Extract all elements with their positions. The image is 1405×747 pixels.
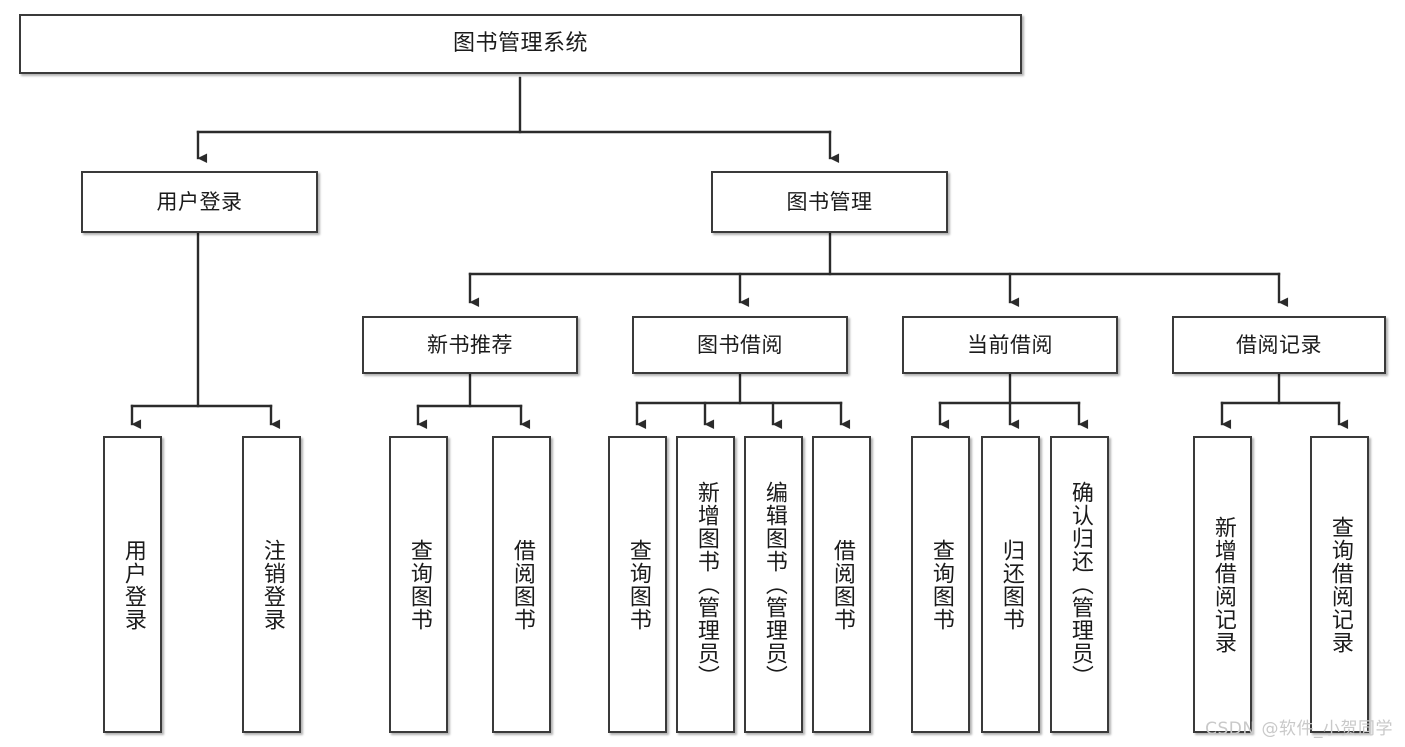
leaf-add-record-label: 新增借阅记录 <box>1210 515 1236 654</box>
node-book-manage-label: 图书管理 <box>786 189 873 214</box>
leaf-user-logout[interactable]: 注销登录 <box>242 436 301 733</box>
node-borrow-record-label: 借阅记录 <box>1236 332 1322 357</box>
leaf-user-logout-label: 注销登录 <box>259 538 285 631</box>
leaf-query-record-label: 查询借阅记录 <box>1327 515 1353 654</box>
leaf-user-login[interactable]: 用户登录 <box>103 436 162 733</box>
leaf-confirm-return-label: 确认归还（管理员） <box>1067 481 1093 688</box>
node-book-borrow[interactable]: 图书借阅 <box>632 316 848 374</box>
leaf-return-book-label: 归还图书 <box>998 538 1024 631</box>
leaf-confirm-return[interactable]: 确认归还（管理员） <box>1050 436 1109 733</box>
leaf-query-book-3-label: 查询图书 <box>928 538 954 631</box>
csdn-watermark: CSDN @软件_小贺同学 <box>1205 719 1393 739</box>
leaf-edit-book-label: 编辑图书（管理员） <box>761 481 787 688</box>
node-current-borrow-label: 当前借阅 <box>967 332 1053 357</box>
leaf-add-record[interactable]: 新增借阅记录 <box>1193 436 1252 733</box>
node-current-borrow[interactable]: 当前借阅 <box>902 316 1118 374</box>
leaf-query-book-2[interactable]: 查询图书 <box>608 436 667 733</box>
leaf-query-book-3[interactable]: 查询图书 <box>911 436 970 733</box>
node-root-label: 图书管理系统 <box>452 31 588 57</box>
leaf-return-book[interactable]: 归还图书 <box>981 436 1040 733</box>
node-user-login[interactable]: 用户登录 <box>81 171 318 233</box>
leaf-borrow-book-2-label: 借阅图书 <box>829 538 855 631</box>
node-user-login-label: 用户登录 <box>156 189 243 214</box>
node-root[interactable]: 图书管理系统 <box>19 14 1022 74</box>
leaf-borrow-book-1[interactable]: 借阅图书 <box>492 436 551 733</box>
leaf-user-login-label: 用户登录 <box>120 538 146 631</box>
node-new-book-recommend[interactable]: 新书推荐 <box>362 316 578 374</box>
node-book-borrow-label: 图书借阅 <box>697 332 783 357</box>
node-book-manage[interactable]: 图书管理 <box>711 171 948 233</box>
leaf-query-book-2-label: 查询图书 <box>625 538 651 631</box>
node-borrow-record[interactable]: 借阅记录 <box>1172 316 1386 374</box>
node-new-book-recommend-label: 新书推荐 <box>427 332 513 357</box>
leaf-add-book[interactable]: 新增图书（管理员） <box>676 436 735 733</box>
leaf-query-record[interactable]: 查询借阅记录 <box>1310 436 1369 733</box>
leaf-edit-book[interactable]: 编辑图书（管理员） <box>744 436 803 733</box>
leaf-borrow-book-2[interactable]: 借阅图书 <box>812 436 871 733</box>
leaf-borrow-book-1-label: 借阅图书 <box>509 538 535 631</box>
leaf-query-book-1-label: 查询图书 <box>406 538 432 631</box>
leaf-add-book-label: 新增图书（管理员） <box>693 481 719 688</box>
leaf-query-book-1[interactable]: 查询图书 <box>389 436 448 733</box>
